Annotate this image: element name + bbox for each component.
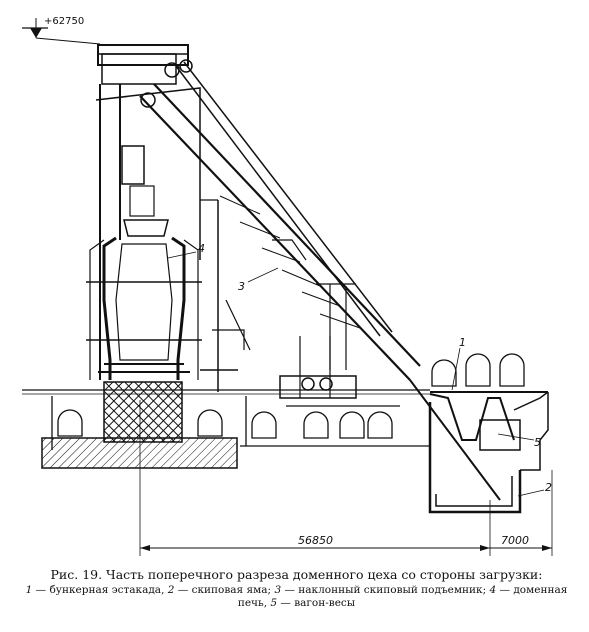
elevation-label: +62750: [44, 16, 84, 27]
legend-text-5: — вагон-весы: [277, 597, 356, 609]
callout-5: 5: [497, 433, 541, 449]
legend-text-2: — скиповая яма;: [174, 584, 275, 596]
legend-text-1: — бункерная эстакада,: [32, 584, 168, 596]
ground-level: [22, 389, 430, 447]
callout-2: 2: [517, 481, 552, 497]
caption-title: Рис. 19. Часть поперечного разреза домен…: [50, 567, 543, 582]
legend-num-5: 5: [270, 597, 278, 609]
rail-cars-row: [51, 396, 400, 450]
bunker-trestle: [409, 353, 549, 514]
dimension-main-label: 56850: [298, 534, 333, 547]
label-2: 2: [545, 481, 552, 494]
legend-text-3: — наклонный скиповый подъемник;: [281, 584, 490, 596]
elevation-marker: +62750: [22, 16, 101, 45]
legend-num-1: 1: [25, 584, 33, 596]
furnace-foundation: [41, 381, 238, 469]
blast-furnace-cross-section-drawing: +62750: [22, 16, 553, 556]
dimension-right-label: 7000: [501, 534, 529, 547]
legend-num-3: 3: [274, 584, 282, 596]
figure-caption: Рис. 19. Часть поперечного разреза домен…: [14, 567, 579, 610]
inclined-skip-hoist: [139, 59, 421, 399]
dimension-line-right: 7000: [489, 470, 553, 556]
label-3: 3: [238, 280, 245, 293]
callout-3: 3: [238, 267, 279, 293]
legend-text-4: — доменная печь,: [237, 584, 568, 609]
caption-legend: 1 — бункерная эстакада, 2 — скиповая яма…: [14, 584, 579, 610]
dimension-line-main: 56850: [139, 400, 490, 556]
label-1: 1: [459, 336, 466, 349]
callout-4: 4: [167, 242, 205, 259]
callout-1: 1: [451, 336, 466, 391]
blast-furnace: [86, 44, 251, 392]
legend-num-2: 2: [167, 584, 175, 596]
label-4: 4: [198, 242, 205, 255]
label-5: 5: [534, 436, 541, 449]
legend-num-4: 4: [489, 584, 497, 596]
